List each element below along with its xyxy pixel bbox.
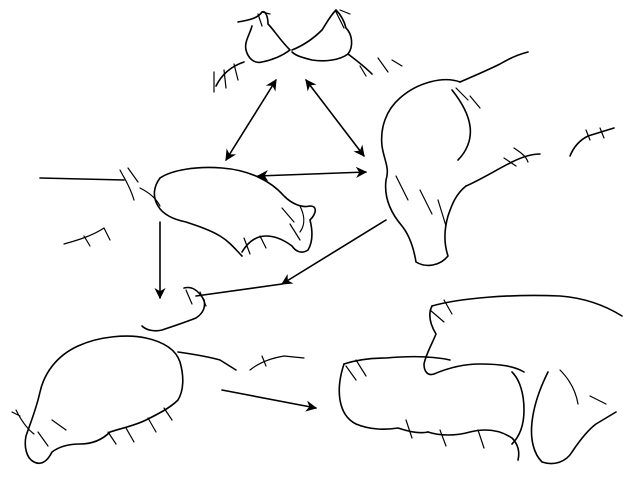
bottom-right-pigs <box>339 295 622 463</box>
center-small-pig-head <box>142 288 206 331</box>
top-right-pig-head <box>292 10 402 76</box>
arrow-top-right <box>306 80 364 156</box>
arrow-middle <box>258 172 366 176</box>
arrow-top-left <box>226 80 276 160</box>
middle-left-pig <box>40 167 315 256</box>
right-large-pig <box>382 52 614 265</box>
arrow-tail-extension <box>196 284 282 296</box>
top-left-pig-head <box>214 12 290 92</box>
arrow-bottom <box>222 390 316 408</box>
stray-strokes-1 <box>250 356 304 370</box>
bottom-left-pig <box>12 336 236 463</box>
